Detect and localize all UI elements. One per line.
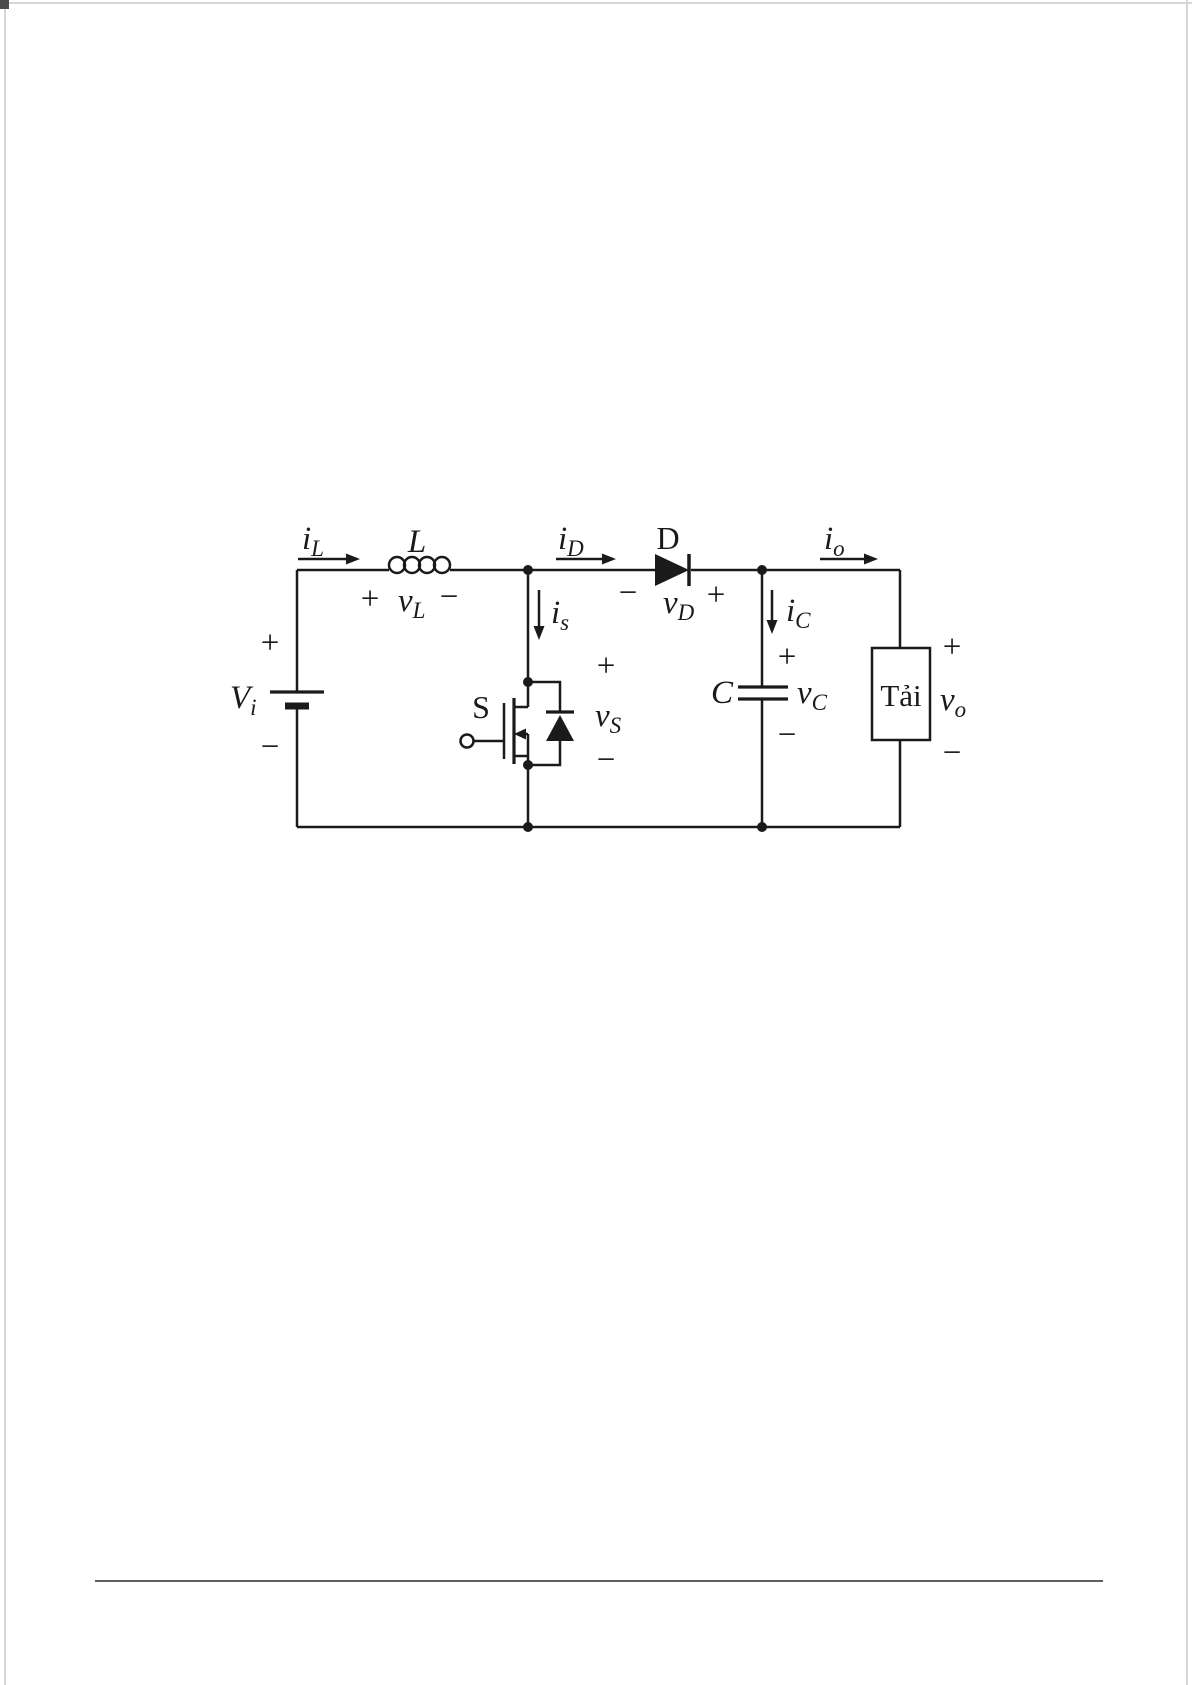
- diode-volt-plus: +: [707, 577, 726, 613]
- output-current-arrow: [820, 553, 878, 565]
- inductor-current-label: iL: [302, 521, 324, 561]
- capacitor-volt-plus: +: [778, 639, 797, 675]
- source-plus-sign: +: [261, 625, 280, 661]
- switch-label: S: [472, 689, 490, 725]
- capacitor-volt-minus: −: [778, 717, 797, 753]
- switch-volt-minus: −: [597, 742, 616, 778]
- inductor-label: L: [407, 524, 426, 560]
- diode-volt-minus: −: [619, 575, 638, 611]
- switch-volt-plus: +: [597, 648, 616, 684]
- gate-terminal-circle: [459, 733, 475, 749]
- source-minus-sign: −: [261, 729, 280, 765]
- diode-symbol: [655, 554, 691, 586]
- capacitor-current-arrow: [766, 590, 778, 634]
- switch-volt-label: vS: [595, 698, 622, 738]
- diode-volt-label: vD: [663, 585, 695, 625]
- inductor-symbol: [387, 555, 452, 575]
- load-label: Tải: [880, 678, 922, 713]
- capacitor-volt-label: vC: [797, 675, 828, 715]
- switch-current-label: is: [551, 595, 569, 635]
- capacitor-symbol: [738, 685, 788, 701]
- diode-label: D: [656, 520, 679, 556]
- inductor-volt-plus: +: [361, 581, 380, 617]
- output-volt-label: vo: [940, 682, 966, 722]
- load-box: [870, 646, 932, 742]
- switch-current-arrow: [533, 590, 545, 640]
- battery-symbol: [270, 690, 324, 710]
- diode-current-arrow: [556, 553, 616, 565]
- inductor-current-arrow: [298, 553, 360, 565]
- mosfet-symbol: [459, 698, 530, 764]
- source-voltage-label: Vi: [230, 680, 257, 720]
- inductor-volt-minus: −: [440, 579, 459, 615]
- output-current-label: io: [824, 521, 845, 561]
- junction-nodes: [523, 565, 767, 832]
- diode-current-label: iD: [558, 521, 584, 561]
- output-volt-plus: +: [943, 629, 962, 665]
- capacitor-label: C: [711, 675, 734, 711]
- capacitor-current-label: iC: [786, 593, 811, 633]
- body-diode-symbol: [528, 680, 574, 767]
- wires: [295, 568, 902, 829]
- mosfet-arrow: [514, 728, 526, 740]
- output-volt-minus: −: [943, 735, 962, 771]
- corner-speck: [0, 0, 9, 9]
- inductor-volt-label: vL: [398, 583, 425, 623]
